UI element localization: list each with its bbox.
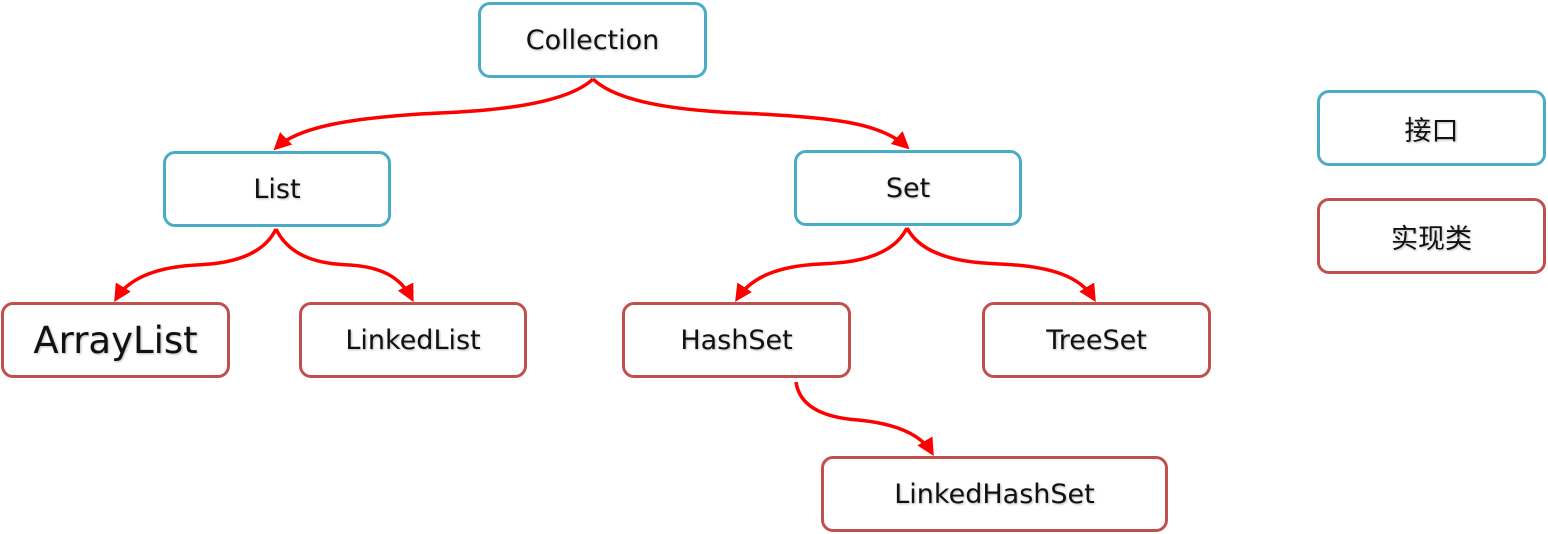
edge-collection-to-list (273, 77, 595, 151)
node-linkedhashset-label: LinkedHashSet (894, 478, 1095, 510)
node-arraylist-label: ArrayList (33, 318, 198, 362)
edge-list-to-linkedlist (274, 228, 414, 303)
node-list: List (163, 151, 391, 227)
node-linkedhashset: LinkedHashSet (821, 456, 1168, 532)
node-linkedlist-label: LinkedList (345, 324, 481, 356)
node-collection-label: Collection (525, 24, 660, 56)
node-treeset-label: TreeSet (1046, 324, 1147, 356)
node-collection: Collection (478, 2, 707, 78)
node-set-label: Set (885, 172, 931, 204)
node-hashset: HashSet (622, 302, 851, 378)
edge-hashset-to-linkedhashset (794, 381, 934, 457)
legend-implementation: 实现类 (1317, 198, 1546, 274)
node-list-label: List (253, 173, 301, 205)
edge-list-to-arraylist (114, 228, 278, 302)
edge-set-to-treeset (905, 227, 1096, 302)
node-arraylist: ArrayList (1, 302, 230, 378)
node-set: Set (794, 150, 1022, 226)
node-hashset-label: HashSet (680, 324, 793, 356)
legend-interface: 接口 (1317, 90, 1546, 166)
node-treeset: TreeSet (982, 302, 1211, 378)
legend-interface-label: 接口 (1404, 115, 1459, 147)
legend-implementation-label: 实现类 (1391, 223, 1472, 255)
edge-set-to-hashset (735, 227, 909, 302)
edge-collection-to-set (591, 77, 910, 150)
node-linkedlist: LinkedList (299, 302, 527, 378)
